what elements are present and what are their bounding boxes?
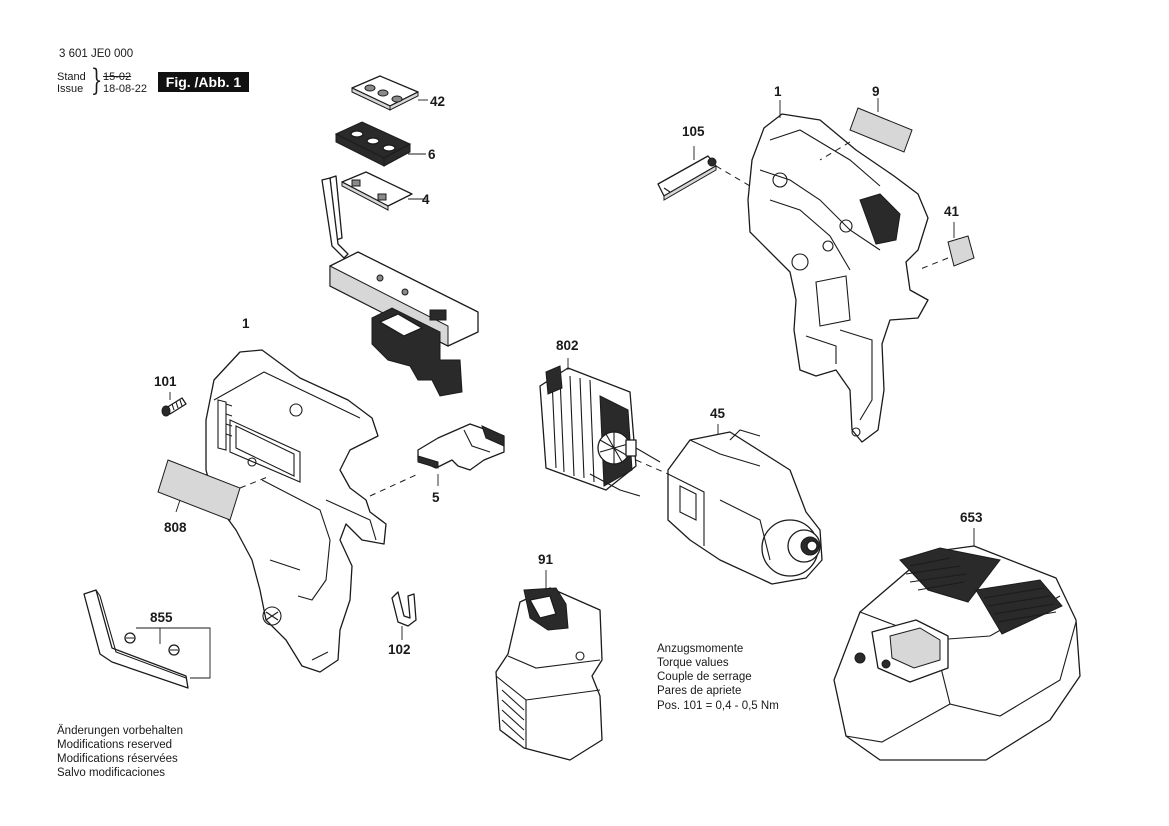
part-101-drawing: [161, 397, 187, 417]
part-808-drawing: [157, 459, 241, 521]
stand-label: Stand: [57, 71, 86, 83]
part-5-drawing: [417, 423, 505, 471]
part-42-drawing: [351, 75, 419, 111]
note-es: Salvo modificaciones: [57, 767, 166, 779]
stand-date: 15-02: [103, 71, 132, 83]
part-653-drawing: [833, 545, 1081, 761]
part-1-right-drawing: [747, 113, 929, 443]
torque-title-de: Anzugsmomente: [657, 643, 744, 655]
callout-45: 45: [710, 406, 726, 421]
callout-1-right: 1: [774, 84, 782, 99]
part-1-left-drawing: [205, 349, 387, 673]
callout-5: 5: [432, 490, 440, 505]
callout-802: 802: [556, 338, 579, 353]
torque-title-fr: Couple de serrage: [657, 671, 752, 683]
note-en: Modifications reserved: [57, 739, 173, 751]
part-45-drawing: [667, 429, 823, 585]
callout-4: 4: [422, 192, 430, 207]
part-105-drawing: [657, 155, 717, 201]
brace-icon: }: [90, 63, 103, 98]
callout-91: 91: [538, 552, 554, 567]
callout-41: 41: [944, 204, 960, 219]
figure-label: Fig. /Abb. 1: [158, 72, 249, 92]
part-6-drawing: [334, 121, 412, 167]
document-number: 3 601 JE0 000: [59, 48, 134, 60]
callout-1-left: 1: [242, 316, 250, 331]
callout-9: 9: [872, 84, 880, 99]
issue-date: 18-08-22: [103, 83, 148, 95]
callout-101: 101: [154, 374, 177, 389]
part-91-drawing: [495, 587, 603, 761]
torque-title-es: Pares de apriete: [657, 685, 742, 697]
callout-105: 105: [682, 124, 705, 139]
callout-808: 808: [164, 520, 187, 535]
note-fr: Modifications réservées: [57, 753, 178, 765]
part-102-drawing: [391, 591, 417, 627]
callout-653: 653: [960, 510, 983, 525]
torque-value: Pos. 101 = 0,4 - 0,5 Nm: [657, 700, 779, 712]
callout-42: 42: [430, 94, 446, 109]
part-9-drawing: [849, 107, 913, 153]
callout-6: 6: [428, 147, 436, 162]
part-41-drawing: [947, 235, 975, 267]
issue-label: Issue: [57, 83, 84, 95]
part-855-drawing: [83, 589, 189, 689]
part-4-drawing: [321, 171, 479, 397]
note-de: Änderungen vorbehalten: [57, 725, 183, 737]
callout-102: 102: [388, 642, 411, 657]
torque-title-en: Torque values: [657, 657, 729, 669]
part-802-drawing: [539, 365, 661, 497]
callout-855: 855: [150, 610, 173, 625]
